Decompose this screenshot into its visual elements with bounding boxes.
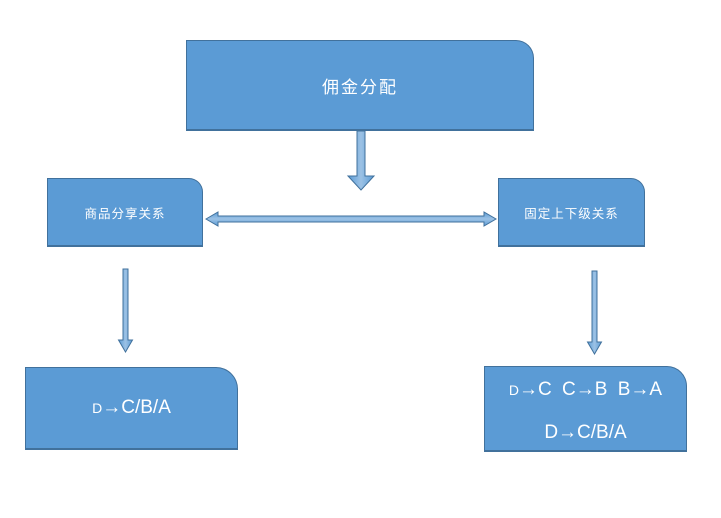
result-line1-rest: →C C→B B→A [519, 379, 663, 400]
node-fixed-hierarchy-relation: 固定上下级关系 [498, 178, 645, 247]
node-commission-distribution: 佣金分配 [186, 40, 534, 131]
node-fixed-hierarchy-relation-label: 固定上下级关系 [524, 206, 619, 221]
node-result-sharing-label: D→C/B/A [92, 395, 171, 421]
result-rest: →C/B/A [102, 397, 171, 418]
node-result-hierarchy-line1: D→C C→B B→A [509, 377, 662, 403]
node-product-sharing-relation: 商品分享关系 [47, 178, 203, 247]
arrow-down-left-branch [117, 268, 134, 353]
arrow-down-from-root [346, 130, 376, 191]
node-product-sharing-relation-label: 商品分享关系 [84, 206, 166, 221]
node-commission-distribution-label: 佣金分配 [322, 77, 398, 97]
result-line1-lead-letter: D [508, 382, 520, 398]
arrow-down-right-branch [586, 270, 603, 355]
node-result-sharing: D→C/B/A [25, 367, 238, 450]
node-result-hierarchy: D→C C→B B→A D→C/B/A [484, 366, 687, 452]
result-lead-letter: D [92, 400, 103, 416]
arrow-double-horizontal [205, 211, 497, 227]
node-result-hierarchy-line2: D→C/B/A [544, 422, 627, 443]
